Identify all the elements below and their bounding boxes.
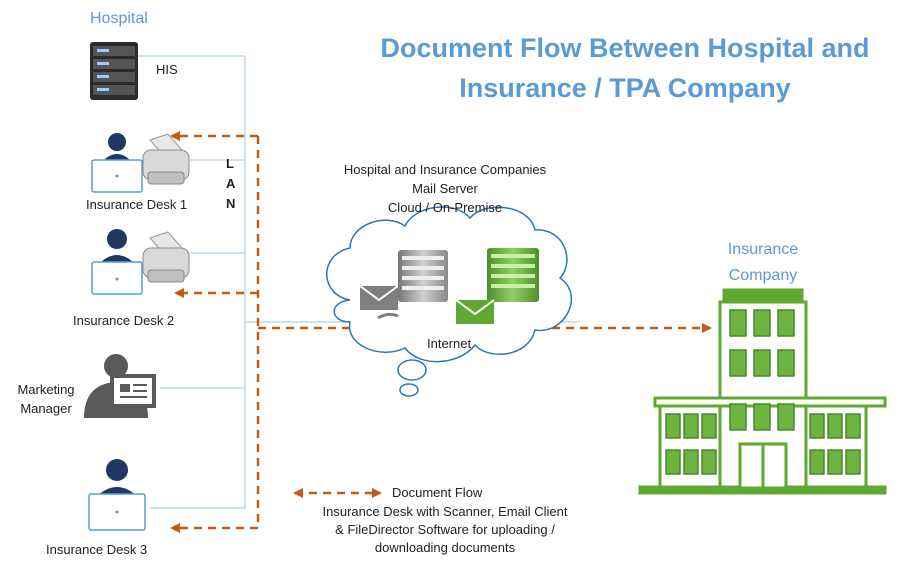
legend-description: Insurance Desk with Scanner, Email Clien…: [300, 503, 590, 557]
his-server-icon: [90, 42, 138, 100]
mail-server-green-icon: [487, 248, 539, 302]
mail-server-caption: Hospital and Insurance Companies Mail Se…: [310, 160, 580, 217]
marketing-manager-label: Marketing Manager: [17, 382, 75, 416]
insurance-company-label: Insurance Company: [703, 237, 823, 289]
insurance-company-line-1: Insurance: [727, 241, 799, 258]
his-label: HIS: [156, 62, 178, 77]
desk3-label: Insurance Desk 3: [46, 542, 148, 557]
marketing-manager-icon: [84, 354, 156, 418]
desk3-person-icon: [88, 459, 146, 531]
legend-document-flow: Document Flow: [392, 485, 483, 500]
title-line-2: Insurance / TPA Company: [459, 73, 791, 103]
desk2-person-icon: [91, 229, 143, 295]
hospital-label: Hospital: [90, 10, 148, 27]
insurance-company-line-2: Company: [728, 267, 798, 284]
envelope-green-icon: [455, 299, 495, 324]
desk2-label: Insurance Desk 2: [73, 313, 175, 328]
legend-line-3: & FileDirector Software for uploading /: [335, 522, 555, 537]
legend-line-4: downloading documents: [374, 540, 516, 555]
desk2-printer-icon: [142, 231, 190, 283]
cloud-shape: [326, 206, 572, 397]
envelope-grey-icon: [359, 285, 399, 320]
desk1-person-icon: [91, 133, 143, 193]
desk1-label: Insurance Desk 1: [86, 197, 188, 212]
legend-line-2: Insurance Desk with Scanner, Email Clien…: [322, 504, 568, 519]
insurance-building-icon: [638, 288, 887, 495]
mail-server-line-1: Hospital and Insurance Companies: [343, 162, 547, 177]
internet-label: Internet: [427, 336, 472, 351]
mail-server-line-2: Mail Server: [412, 181, 478, 196]
title-line-1: Document Flow Between Hospital and: [380, 33, 870, 63]
mail-server-grey-icon: [398, 250, 448, 302]
page-title: Document Flow Between Hospital and Insur…: [350, 28, 900, 108]
lan-letter-l: L: [226, 156, 234, 171]
desk1-printer-icon: [142, 133, 190, 185]
lan-letter-a: A: [226, 176, 236, 191]
lan-letter-n: N: [226, 196, 236, 211]
mail-server-line-3: Cloud / On-Premise: [387, 200, 503, 215]
